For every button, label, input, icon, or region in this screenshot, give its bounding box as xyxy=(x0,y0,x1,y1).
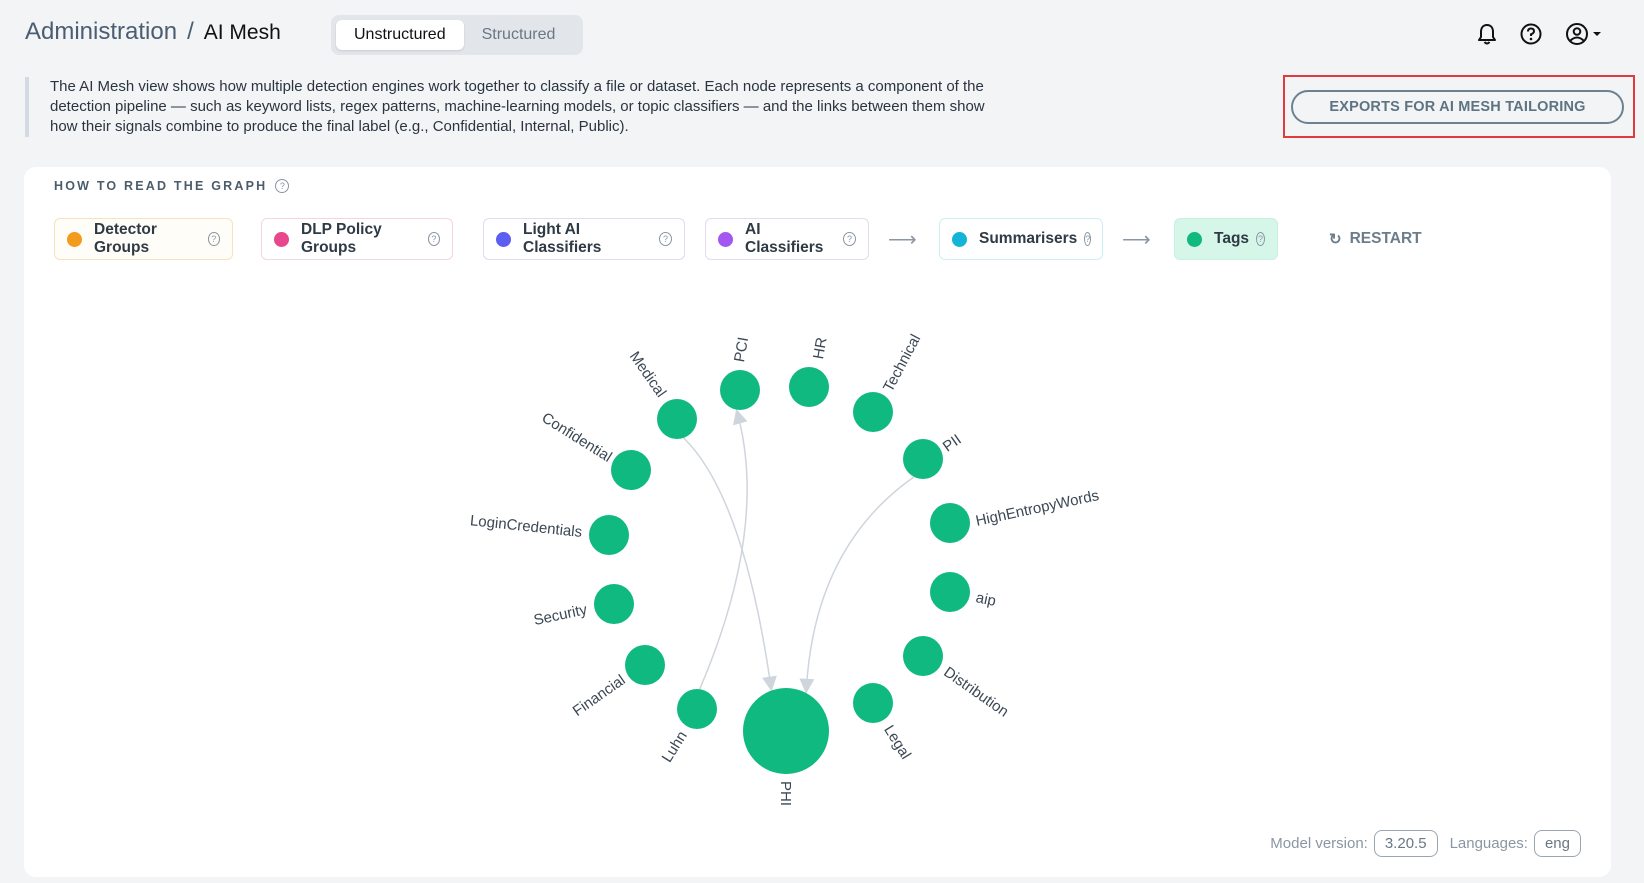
model-info: Model version: 3.20.5 Languages: eng xyxy=(1270,830,1581,857)
legend-label: Summarisers xyxy=(979,230,1078,247)
tag-node-logincredentials[interactable] xyxy=(589,515,629,555)
breadcrumb-separator: / xyxy=(187,18,194,45)
tag-node-label: LoginCredentials xyxy=(469,512,583,541)
legend-summarisers[interactable]: Summarisers ? xyxy=(939,218,1103,260)
tag-node-hr[interactable] xyxy=(789,367,829,407)
model-version-label: Model version: xyxy=(1270,835,1368,852)
flow-arrow-icon: ⟶ xyxy=(1122,229,1151,251)
help-circle-icon[interactable]: ? xyxy=(1256,232,1265,246)
tab-structured[interactable]: Structured xyxy=(481,26,556,43)
graph-link xyxy=(683,437,777,692)
tag-node-pii[interactable] xyxy=(903,439,943,479)
graph-link xyxy=(698,408,748,690)
tag-node-pci[interactable] xyxy=(720,370,760,410)
tag-node-label: Security xyxy=(532,601,589,629)
help-circle-icon[interactable]: ? xyxy=(427,232,440,246)
legend-label: Tags xyxy=(1214,230,1250,247)
languages-label: Languages: xyxy=(1449,835,1528,852)
flow-arrow-icon: ⟶ xyxy=(888,229,917,251)
legend-tags[interactable]: Tags ? xyxy=(1174,218,1278,260)
tag-node-distribution[interactable] xyxy=(903,636,943,676)
graph-card: HOW TO READ THE GRAPH ? Detector Groups … xyxy=(24,167,1611,877)
help-circle-icon[interactable]: ? xyxy=(207,232,220,246)
tag-node-financial[interactable] xyxy=(625,645,665,685)
tag-node-security[interactable] xyxy=(594,584,634,624)
tag-node-luhn[interactable] xyxy=(677,689,717,729)
tag-node-confidential[interactable] xyxy=(611,450,651,490)
breadcrumb: Administration / AI Mesh xyxy=(25,18,281,46)
tag-node-medical[interactable] xyxy=(657,399,697,439)
account-icon[interactable] xyxy=(1565,21,1609,47)
highlight-frame xyxy=(1283,75,1635,138)
legend-label: Light AI Classifiers xyxy=(523,221,602,256)
tab-unstructured[interactable]: Unstructured xyxy=(336,20,464,50)
tag-node-label: Financial xyxy=(570,672,629,720)
model-version-value: 3.20.5 xyxy=(1373,830,1438,857)
tag-node-label: PCI xyxy=(731,336,752,364)
legend-label: AI Classifiers xyxy=(745,221,824,256)
legend-dlp-policy-groups[interactable]: DLP Policy Groups ? xyxy=(261,218,453,260)
tag-node-label: Legal xyxy=(880,722,914,762)
pink-dot-icon xyxy=(274,231,289,247)
help-circle-icon[interactable]: ? xyxy=(275,179,290,193)
cyan-dot-icon xyxy=(952,231,967,247)
tag-node-label: HighEntropyWords xyxy=(974,487,1100,530)
breadcrumb-administration[interactable]: Administration xyxy=(25,18,178,45)
help-circle-icon[interactable]: ? xyxy=(1084,232,1092,246)
tag-node-label: HR xyxy=(810,336,831,360)
help-circle-icon[interactable]: ? xyxy=(842,232,856,246)
tag-node-label: Distribution xyxy=(940,664,1011,721)
languages-value: eng xyxy=(1533,830,1581,857)
green-dot-icon xyxy=(1187,231,1202,247)
tag-node-highentropywords[interactable] xyxy=(930,503,970,543)
purple-dot-icon xyxy=(718,231,733,247)
export-ai-mesh-button[interactable]: EXPORTS FOR AI MESH TAILORING xyxy=(1291,90,1624,124)
tag-node-phi[interactable] xyxy=(743,688,829,774)
tag-node-label: Luhn xyxy=(659,728,691,765)
legend-ai-classifiers[interactable]: AI Classifiers ? xyxy=(705,218,869,260)
tag-node-label: aip xyxy=(974,589,997,610)
legend-light-ai-classifiers[interactable]: Light AI Classifiers ? xyxy=(483,218,685,260)
restart-button[interactable]: ↻ RESTART xyxy=(1329,218,1422,260)
bell-icon[interactable] xyxy=(1474,21,1500,47)
legend-detector-groups[interactable]: Detector Groups ? xyxy=(54,218,233,260)
intro-text: The AI Mesh view shows how multiple dete… xyxy=(25,77,985,137)
help-icon[interactable] xyxy=(1518,21,1544,47)
view-toggle: Unstructured Structured xyxy=(331,15,583,55)
tag-node-label: PHI xyxy=(777,781,794,806)
tag-node-label: Medical xyxy=(626,348,670,400)
tag-node-label: PII xyxy=(940,431,965,455)
legend-label: DLP Policy Groups xyxy=(301,221,382,256)
tag-node-technical[interactable] xyxy=(853,392,893,432)
tag-node-aip[interactable] xyxy=(930,572,970,612)
restart-label: RESTART xyxy=(1349,230,1422,247)
tag-node-legal[interactable] xyxy=(853,683,893,723)
orange-dot-icon xyxy=(67,231,82,247)
how-to-read-title: HOW TO READ THE GRAPH ? xyxy=(54,179,290,193)
blue-dot-icon xyxy=(496,231,511,247)
tag-node-label: Confidential xyxy=(539,409,615,465)
tag-node-label: Technical xyxy=(880,332,924,395)
graph-link xyxy=(799,476,915,694)
page-title: AI Mesh xyxy=(203,21,281,44)
help-circle-icon[interactable]: ? xyxy=(658,232,672,246)
restart-icon: ↻ xyxy=(1329,231,1342,248)
how-to-read-label: HOW TO READ THE GRAPH xyxy=(54,179,268,193)
legend-label: Detector Groups xyxy=(94,221,157,256)
top-bar: Administration / AI Mesh Unstructured St… xyxy=(0,0,1644,70)
